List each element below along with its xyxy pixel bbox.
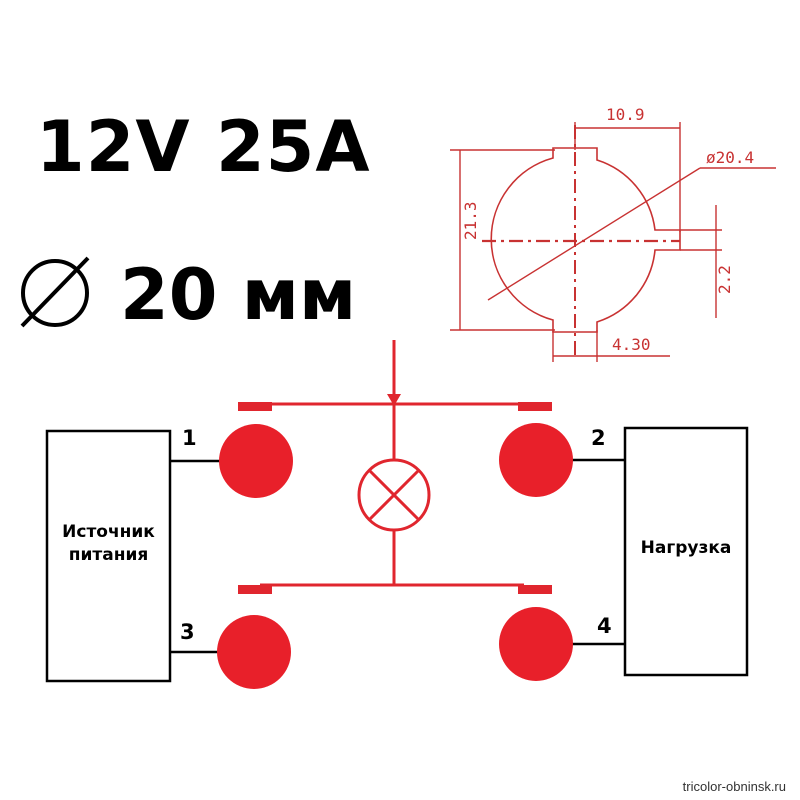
dim-width-label: 10.9 <box>606 105 645 124</box>
switch-schematic <box>260 340 524 587</box>
contact-terminal-4 <box>499 607 573 681</box>
terminal-label-3: 3 <box>180 620 195 644</box>
lamp-icon <box>357 458 431 532</box>
contact-terminal-2 <box>499 423 573 497</box>
contact-terminal-3 <box>217 615 291 689</box>
terminal-label-4: 4 <box>597 614 612 638</box>
rating-title: 12V 25A <box>36 106 371 188</box>
dim-height-label: 21.3 <box>461 201 480 240</box>
power-source-label: Источник питания <box>62 522 155 565</box>
load-label: Нагрузка <box>640 538 732 558</box>
dimension-drawing <box>450 122 776 362</box>
dim-diameter-label: ø20.4 <box>706 148 754 167</box>
terminal-label-1: 1 <box>182 426 197 450</box>
site-watermark: tricolor-obninsk.ru <box>682 779 786 794</box>
wires <box>170 458 625 654</box>
dim-notch-label: 4.30 <box>612 335 651 354</box>
contact-bar-top-left <box>238 402 272 411</box>
contact-bar-bottom-right <box>518 585 552 594</box>
dim-key-label: 2.2 <box>715 265 734 294</box>
diameter-symbol-icon <box>20 256 90 328</box>
terminal-label-2: 2 <box>591 426 606 450</box>
contact-bar-bottom-left <box>238 585 272 594</box>
power-source-box <box>45 429 172 683</box>
load-box <box>623 426 749 677</box>
switch-outline <box>490 147 681 333</box>
diameter-title: 20 мм <box>120 254 357 336</box>
contact-bar-top-right <box>518 402 552 411</box>
contact-terminal-1 <box>219 424 293 498</box>
